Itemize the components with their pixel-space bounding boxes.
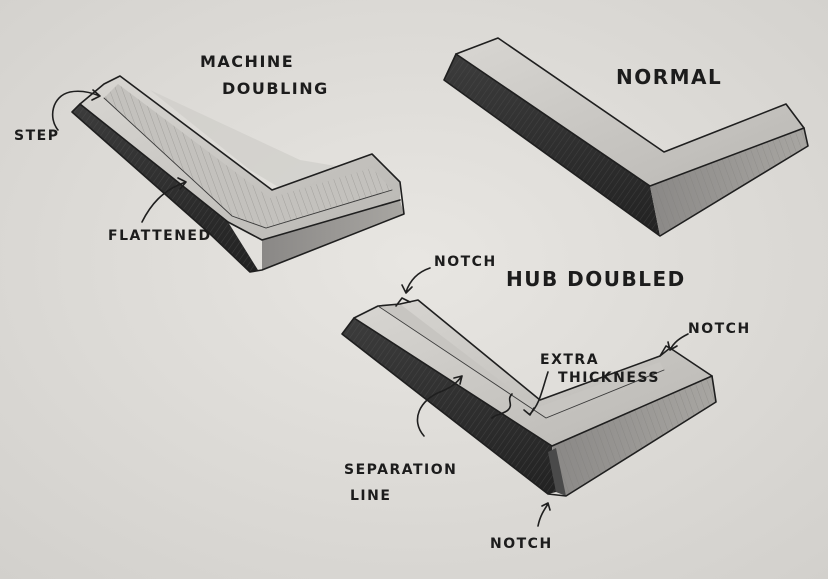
separation-line-label-2: LINE xyxy=(350,488,391,504)
normal-end-hatch xyxy=(650,128,808,236)
extra-thickness-line1: EXTRA xyxy=(540,352,599,368)
notch-top-label: NOTCH xyxy=(434,254,497,270)
machine-flattened-hatch xyxy=(104,84,392,228)
machine-outline xyxy=(71,75,405,273)
hub-bottom-notch xyxy=(548,448,566,496)
hub-inner-edge xyxy=(353,317,713,447)
hub-front-hatch xyxy=(342,318,556,494)
hub-doubled-figure xyxy=(341,297,717,497)
flattened-label: FLATTENED xyxy=(108,228,212,244)
flattened-arrow xyxy=(141,177,187,223)
normal-figure xyxy=(443,37,809,237)
machine-title-line2: DOUBLING xyxy=(222,79,329,98)
machine-front-hatch xyxy=(72,104,258,272)
normal-front-hatch xyxy=(444,54,660,236)
machine-inner-edge xyxy=(79,103,401,241)
machine-title-line1: MACHINE xyxy=(200,52,294,71)
hub-top-notch xyxy=(395,297,411,307)
hub-title: HUB DOUBLED xyxy=(506,267,686,291)
step-label: STEP xyxy=(14,128,59,144)
normal-title: NORMAL xyxy=(616,65,722,89)
separation-line-label-1: SEPARATION xyxy=(344,462,457,478)
notch-right-label: NOTCH xyxy=(688,321,751,337)
extra-thickness-bracket xyxy=(491,393,513,419)
extra-thickness-line2: THICKNESS xyxy=(558,370,660,386)
hub-top-face xyxy=(354,300,712,446)
machine-end-face xyxy=(262,200,404,270)
notch-right-arrow xyxy=(667,333,689,351)
step-arrow xyxy=(51,89,101,131)
extra-thickness-arrow xyxy=(523,371,549,416)
normal-top-face xyxy=(456,38,804,186)
normal-inner-edge xyxy=(455,53,805,187)
hub-extra-thickness xyxy=(378,304,664,418)
hub-separation-line xyxy=(377,305,665,419)
notch-bottom-arrow xyxy=(537,502,551,527)
machine-step-edge xyxy=(103,97,393,229)
machine-doubling-figure xyxy=(71,75,405,273)
normal-outline xyxy=(443,37,809,237)
machine-shadow xyxy=(150,90,360,200)
separation-line-arrow xyxy=(416,375,463,437)
notch-top-arrow xyxy=(401,267,431,294)
hub-end-hatch xyxy=(552,376,716,496)
notch-bottom-label: NOTCH xyxy=(490,536,553,552)
